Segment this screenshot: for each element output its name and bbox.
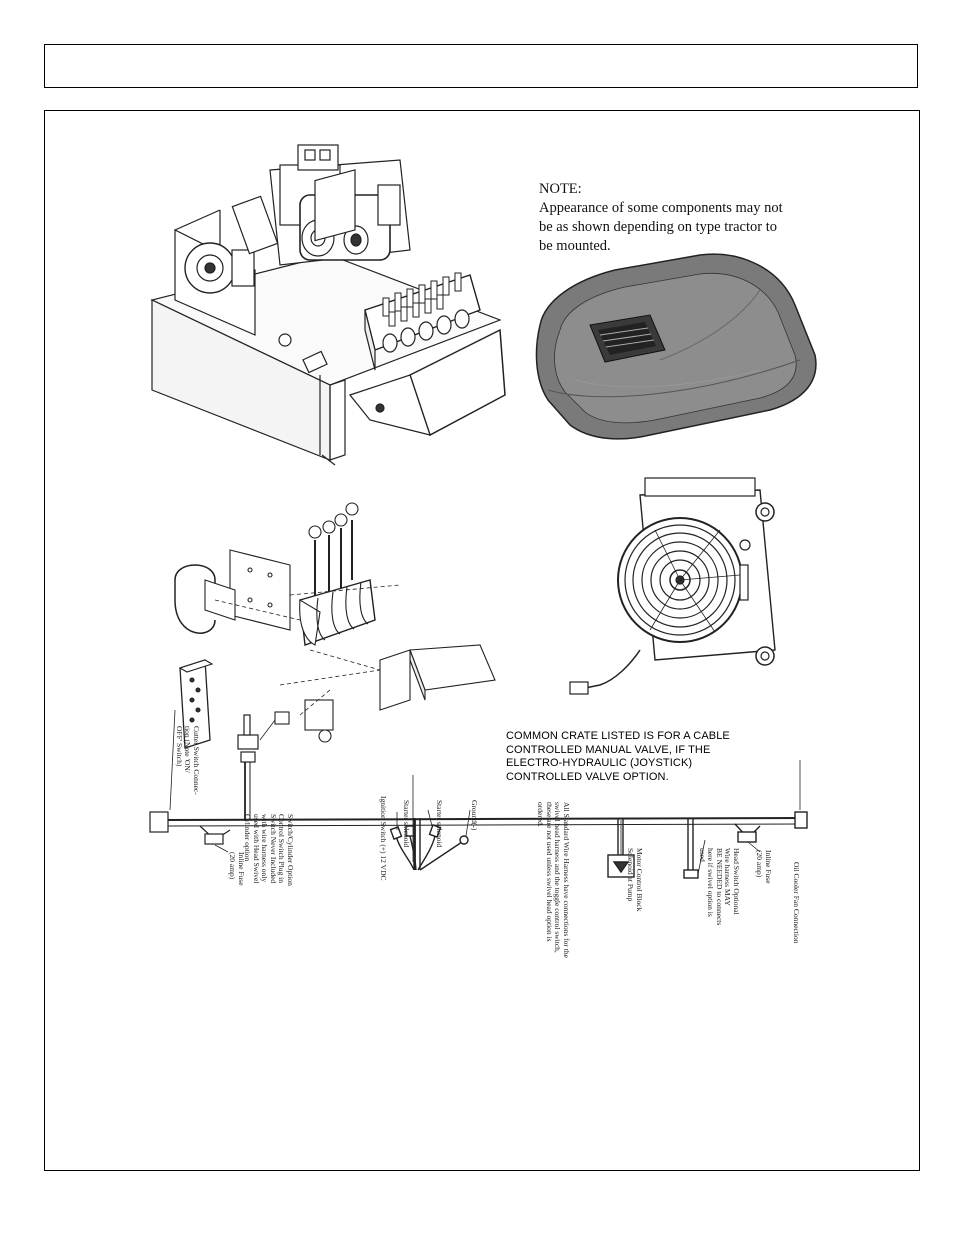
note-line-1: Appearance of some components may not [539, 200, 783, 216]
crate-note: COMMON CRATE LISTED IS FOR A CABLE CONTR… [506, 730, 766, 784]
harness-branches [389, 760, 808, 879]
control-valve-levers-illustration [174, 502, 496, 749]
header-box [44, 44, 918, 88]
label-head-switch: Head Switch Optional Wire harness MAY BE… [698, 848, 741, 926]
label-oil-cooler-fan: Oil Cooler Fan Connection [792, 862, 801, 944]
crate-note-line-2: CONTROLLED MANUAL VALVE, IF THE [506, 743, 711, 756]
label-starter-solenoid-b: Starter solenoid [435, 800, 444, 848]
pump-valve-mount-illustration [150, 144, 506, 466]
label-inline-fuse-left: Inline Fuse (20 amp) [228, 852, 247, 886]
crate-note-line-4: CONTROLLED VALVE OPTION. [506, 770, 669, 783]
note-block: NOTE: Appearance of some components may … [539, 180, 819, 256]
label-motor-control-block: Motor Control Block Solenoid at Pump [626, 848, 645, 912]
note-line-2: be as shown depending on type tractor to [539, 219, 777, 235]
label-all-standard-harness: All Standard Wire Harness have connectio… [536, 802, 572, 958]
label-ground: Ground(-) [470, 800, 479, 831]
parts-diagram-panel [44, 110, 920, 1171]
cooler-shroud-illustration [535, 253, 817, 440]
crate-note-line-1: COMMON CRATE LISTED IS FOR A CABLE [506, 730, 730, 742]
label-starter-solenoid-a: Starter solenoid [402, 800, 411, 848]
label-switch-cylinder: Switch/Cylinder Option Control Switch Pl… [243, 814, 296, 886]
label-inline-fuse-right: Inline Fuse (20 amp) [755, 850, 774, 884]
note-heading: NOTE: [539, 181, 582, 197]
crate-note-line-3: ELECTRO-HYDRAULIC (JOYSTICK) [506, 757, 693, 769]
wire-harness-illustration [149, 709, 806, 870]
harness-leader-lines [214, 775, 761, 862]
note-line-3: be mounted. [539, 238, 611, 254]
label-cutter-switch: Cutter Switch Connec- tion (Note 'ON/ OF… [175, 726, 201, 795]
label-ignition-switch: Ignition Switch (+) 12 VDC [379, 796, 388, 881]
oil-cooler-fan-illustration [569, 477, 776, 695]
